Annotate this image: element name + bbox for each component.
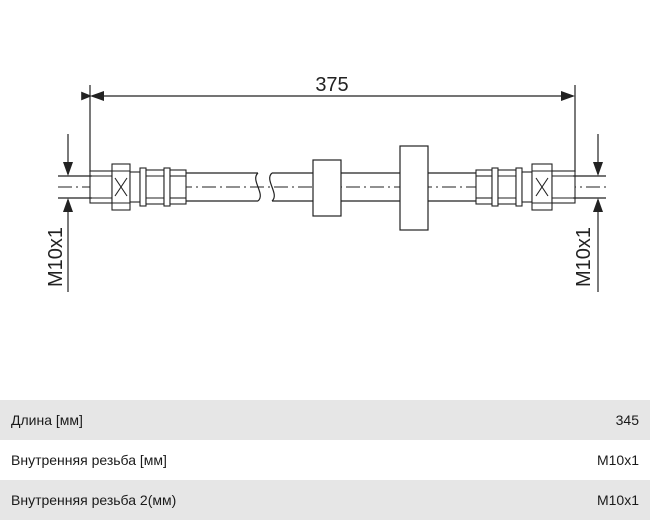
spec-row-internal-thread-2: Внутренняя резьба 2(мм) M10x1 — [0, 480, 650, 520]
spec-value: 345 — [615, 412, 639, 428]
right-thread-arrow-top — [593, 162, 603, 176]
spec-row-length: Длина [мм] 345 — [0, 400, 650, 440]
dimension-arrow-right — [561, 91, 575, 101]
left-thread-arrow-bottom — [63, 198, 73, 212]
dimension-arrow-left — [90, 91, 104, 101]
spec-value: M10x1 — [596, 492, 639, 508]
right-fitting — [475, 163, 576, 211]
mounting-bracket-1 — [312, 159, 342, 217]
mounting-bracket-2 — [399, 145, 429, 231]
spec-label: Внутренняя резьба 2(мм) — [11, 492, 177, 508]
spec-label: Внутренняя резьба [мм] — [11, 452, 167, 468]
left-thread-arrow-top — [63, 162, 73, 176]
hose-body — [186, 172, 476, 202]
spec-row-internal-thread: Внутренняя резьба [мм] M10x1 — [0, 440, 650, 480]
spec-value: M10x1 — [596, 452, 639, 468]
left-thread-label: M10x1 — [45, 227, 67, 287]
right-thread-arrow-bottom — [593, 198, 603, 212]
dimension-value: 375 — [315, 74, 348, 96]
spec-label: Длина [мм] — [11, 412, 83, 428]
specifications-table: Длина [мм] 345 Внутренняя резьба [мм] M1… — [0, 400, 650, 520]
brake-hose-technical-drawing: 375 — [45, 74, 608, 292]
right-thread-label: M10x1 — [573, 227, 595, 287]
left-fitting — [89, 163, 187, 211]
